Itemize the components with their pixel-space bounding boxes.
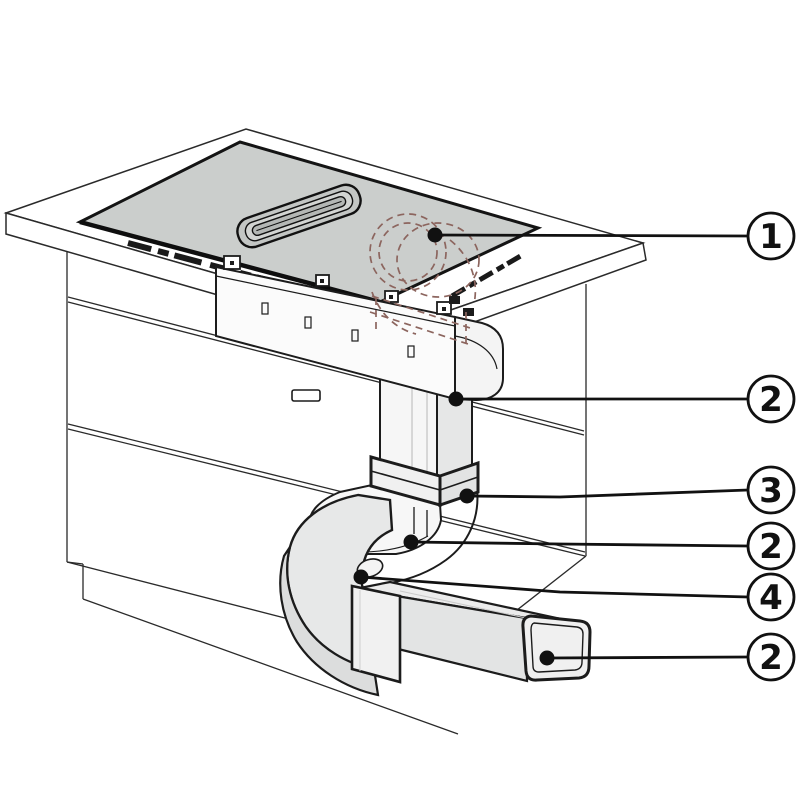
duct-end-cap [521, 614, 592, 682]
body-details [261, 302, 415, 402]
drawer-line-lower [67, 423, 586, 557]
callout-circle [746, 211, 796, 261]
callout-2: 2 [746, 374, 796, 424]
callout-circle [746, 632, 796, 682]
leader-dot-4 [353, 569, 369, 585]
callout-2b: 2 [746, 521, 796, 571]
callout-circle [746, 465, 796, 515]
callout-label: 1 [759, 217, 783, 257]
callout-3: 3 [746, 465, 796, 515]
callout-label: 2 [759, 380, 783, 420]
hidden-round-connector [369, 213, 480, 346]
duct-sleeve-band [350, 584, 402, 684]
callout-4: 4 [746, 572, 796, 622]
leader-1 [434, 233, 749, 238]
cooktop-underframe-right [450, 251, 526, 299]
callout-label: 2 [759, 638, 783, 678]
latch-left [449, 296, 460, 304]
leader-dots [353, 227, 555, 666]
callout-label: 3 [759, 471, 783, 511]
leader-3 [466, 488, 749, 499]
callout-label: 2 [759, 527, 783, 567]
vent-grille [236, 183, 362, 249]
elbow-joint-lines [413, 507, 428, 537]
hidden-duct-ring-inner [378, 222, 438, 282]
callout-circle [746, 572, 796, 622]
leader-lines [360, 233, 749, 660]
elbow-front-rim [279, 546, 380, 697]
leader-dot-2b [403, 534, 419, 550]
leader-dot-3 [459, 488, 475, 504]
vent-grille-line [256, 200, 342, 232]
callout-2c: 2 [746, 632, 796, 682]
hidden-duct-ring-outer [369, 213, 447, 291]
leader-dot-1 [427, 227, 443, 243]
duct-end-cap-flange [530, 622, 584, 673]
leader-2b [410, 540, 749, 548]
leader-dot-2c [539, 650, 555, 666]
clip-bolts [230, 261, 446, 311]
duct-transition-piece [454, 315, 504, 402]
hidden-duct-ring-offset [396, 222, 480, 298]
cooktop [75, 140, 543, 305]
vertical-duct-seams [411, 382, 428, 477]
callout-1: 1 [746, 211, 796, 261]
leader-dot-2 [448, 391, 464, 407]
hidden-duct-box-lines [369, 295, 471, 345]
hidden-duct-sweep-left [371, 291, 417, 335]
leader-4 [360, 575, 749, 599]
leader-2c [546, 655, 749, 660]
duct-transition-curve [454, 335, 498, 370]
island-cabinet [66, 251, 587, 735]
hidden-duct-verticals [375, 298, 467, 346]
extraction-unit-rail [215, 275, 456, 327]
latch-right [463, 308, 474, 316]
hidden-duct-sweep-right [449, 239, 477, 305]
elbow-back-outline [389, 488, 479, 584]
plinth [66, 561, 459, 735]
callout-circle [746, 374, 796, 424]
callout-label: 4 [759, 578, 783, 618]
callout-circle [746, 521, 796, 571]
collar-midline [370, 470, 479, 491]
